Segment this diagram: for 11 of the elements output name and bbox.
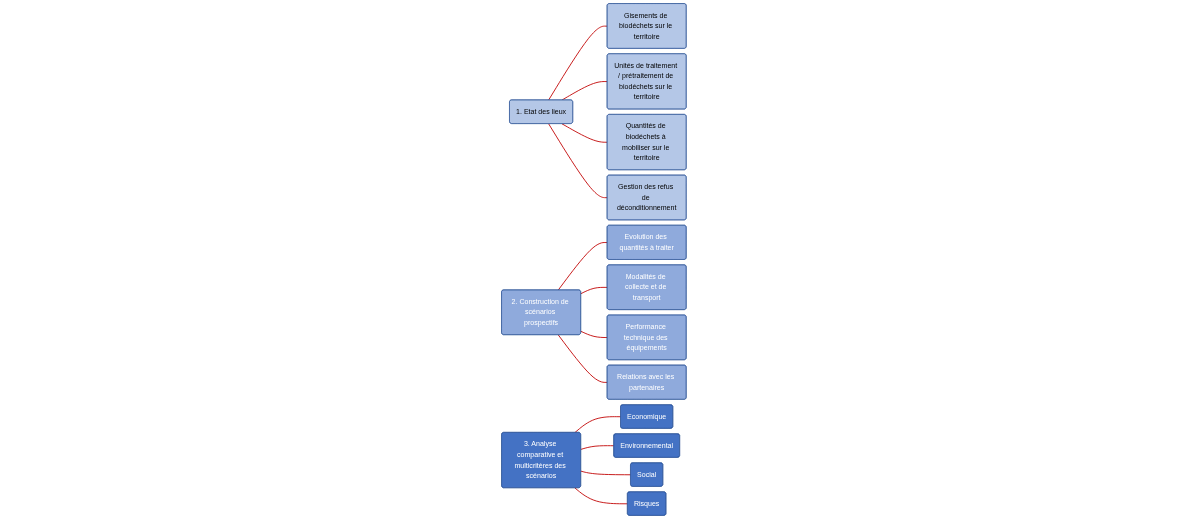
connector <box>561 123 608 143</box>
connector <box>574 416 621 433</box>
connector <box>547 123 608 199</box>
connector <box>547 25 608 101</box>
connector <box>557 242 608 291</box>
connector <box>580 286 608 295</box>
connector <box>557 334 608 383</box>
connector <box>574 487 628 505</box>
connector <box>580 330 608 338</box>
connector <box>580 470 631 476</box>
connector <box>580 445 614 450</box>
